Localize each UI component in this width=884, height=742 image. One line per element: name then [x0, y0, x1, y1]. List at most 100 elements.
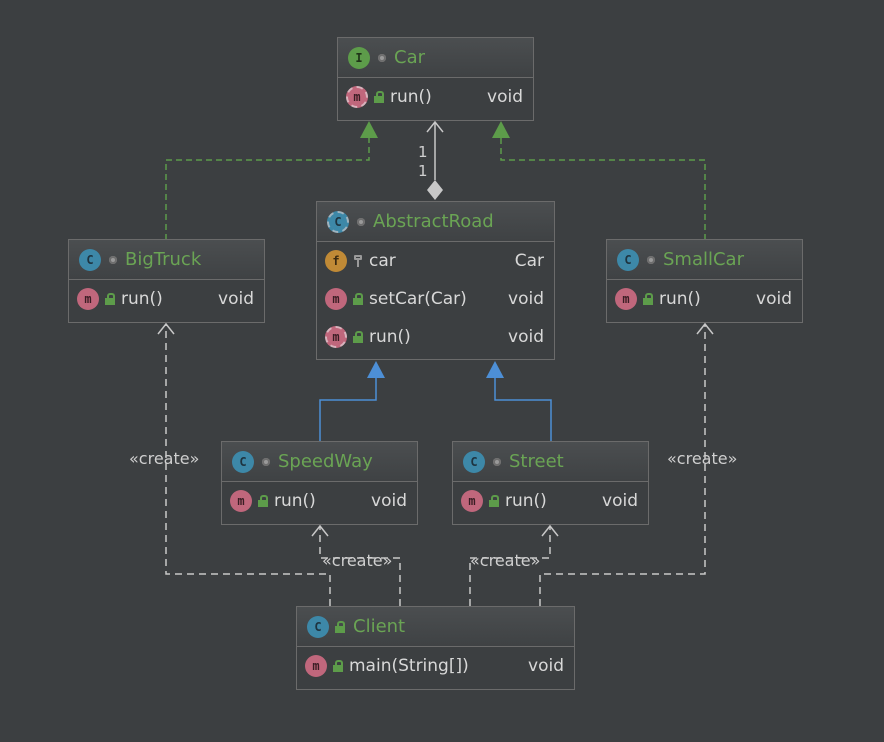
- member-type: void: [508, 289, 544, 309]
- member-type: void: [371, 491, 407, 511]
- multiplicity-target: 1: [418, 143, 428, 161]
- class-client[interactable]: C Client m main(String[]) void: [296, 606, 575, 690]
- class-car-header: I Car: [338, 38, 533, 78]
- client-creates-smallcar-arrowhead: [696, 322, 714, 335]
- abstract-class-icon: C: [327, 210, 349, 233]
- class-client-member-main: m main(String[]) void: [297, 647, 574, 685]
- runnable-class-icon: C: [307, 615, 329, 638]
- abstract-method-icon: m: [325, 326, 347, 348]
- class-car[interactable]: I Car m run() void: [337, 37, 534, 121]
- private-key-icon: [353, 255, 363, 267]
- create-label-smallcar: «create»: [667, 449, 738, 468]
- class-smallcar-member-run: m run() void: [607, 280, 802, 318]
- class-speedway[interactable]: C SpeedWay m run() void: [221, 441, 418, 525]
- member-type: void: [528, 656, 564, 676]
- client-creates-speedway-arrowhead: [311, 524, 329, 537]
- class-icon: C: [617, 248, 639, 271]
- member-type: void: [602, 491, 638, 511]
- visibility-icon: [647, 255, 655, 264]
- client-creates-street: [469, 526, 551, 606]
- class-car-member-run: m run() void: [338, 78, 533, 116]
- member-type: void: [508, 327, 544, 347]
- visibility-icon: [493, 457, 501, 466]
- class-bigtruck-member-run: m run() void: [69, 280, 264, 318]
- class-street-header: C Street: [453, 442, 648, 482]
- street-extends-arrowhead: [486, 361, 504, 378]
- bigtruck-realizes-car: [165, 138, 370, 240]
- class-smallcar[interactable]: C SmallCar m run() void: [606, 239, 803, 323]
- class-car-name: Car: [394, 47, 425, 68]
- class-icon: C: [463, 450, 485, 473]
- member-name: run(): [505, 491, 547, 511]
- visibility-icon: [109, 255, 117, 264]
- class-bigtruck-name: BigTruck: [125, 249, 202, 270]
- aggregation-diamond: [427, 180, 443, 200]
- class-speedway-header: C SpeedWay: [222, 442, 417, 482]
- public-lock-icon: [105, 293, 115, 305]
- client-creates-street-arrowhead: [541, 524, 559, 537]
- client-creates-bigtruck-arrowhead: [157, 322, 175, 335]
- class-client-header: C Client: [297, 607, 574, 647]
- class-speedway-member-run: m run() void: [222, 482, 417, 520]
- class-bigtruck-header: C BigTruck: [69, 240, 264, 280]
- member-type: void: [218, 289, 254, 309]
- visibility-icon: [262, 457, 270, 466]
- class-abstractroad-header: C AbstractRoad: [317, 202, 554, 242]
- class-abstractroad-member-car: f car Car: [317, 242, 554, 280]
- class-abstractroad-name: AbstractRoad: [373, 211, 494, 232]
- member-name: run(): [121, 289, 163, 309]
- visibility-icon: [378, 53, 386, 62]
- public-lock-icon: [489, 495, 499, 507]
- create-label-street: «create»: [470, 551, 541, 570]
- member-type: void: [487, 87, 523, 107]
- member-name: main(String[]): [349, 656, 469, 676]
- field-icon: f: [325, 250, 347, 272]
- class-street-name: Street: [509, 451, 564, 472]
- member-type: Car: [514, 251, 544, 271]
- method-icon: m: [615, 288, 637, 310]
- aggregation-arrowhead: [426, 120, 444, 133]
- visibility-icon: [357, 217, 365, 226]
- speedway-extends-arrowhead: [367, 361, 385, 378]
- member-name: run(): [659, 289, 701, 309]
- smallcar-realizes-car: [500, 138, 706, 240]
- class-street-member-run: m run() void: [453, 482, 648, 520]
- client-creates-smallcar: [539, 324, 706, 606]
- class-bigtruck[interactable]: C BigTruck m run() void: [68, 239, 265, 323]
- class-abstractroad-member-run: m run() void: [317, 318, 554, 356]
- method-icon: m: [77, 288, 99, 310]
- method-icon: m: [230, 490, 252, 512]
- member-type: void: [756, 289, 792, 309]
- class-icon: C: [232, 450, 254, 473]
- public-lock-icon: [643, 293, 653, 305]
- smallcar-realizes-car-arrowhead: [492, 121, 510, 138]
- class-abstractroad-member-setcar: m setCar(Car) void: [317, 280, 554, 318]
- abstract-method-icon: m: [346, 86, 368, 108]
- class-smallcar-header: C SmallCar: [607, 240, 802, 280]
- class-client-name: Client: [353, 616, 406, 637]
- member-name: car: [369, 251, 396, 271]
- interface-icon: I: [348, 46, 370, 69]
- create-label-speedway: «create»: [322, 551, 393, 570]
- class-abstractroad[interactable]: C AbstractRoad f car Car m setCar(Car) v…: [316, 201, 555, 360]
- public-lock-icon: [353, 293, 363, 305]
- public-lock-icon: [333, 660, 343, 672]
- class-street[interactable]: C Street m run() void: [452, 441, 649, 525]
- bigtruck-realizes-car-arrowhead: [360, 121, 378, 138]
- client-creates-speedway: [319, 526, 401, 606]
- client-creates-bigtruck: [165, 324, 331, 606]
- public-lock-icon: [374, 91, 384, 103]
- member-name: run(): [390, 87, 432, 107]
- multiplicity-source: 1: [418, 162, 428, 180]
- class-smallcar-name: SmallCar: [663, 249, 744, 270]
- street-extends-abstractroad: [494, 378, 552, 442]
- method-icon: m: [325, 288, 347, 310]
- member-name: setCar(Car): [369, 289, 467, 309]
- speedway-extends-abstractroad: [319, 378, 377, 442]
- method-icon: m: [461, 490, 483, 512]
- static-method-icon: m: [305, 655, 327, 677]
- create-label-bigtruck: «create»: [129, 449, 200, 468]
- class-icon: C: [79, 248, 101, 271]
- member-name: run(): [274, 491, 316, 511]
